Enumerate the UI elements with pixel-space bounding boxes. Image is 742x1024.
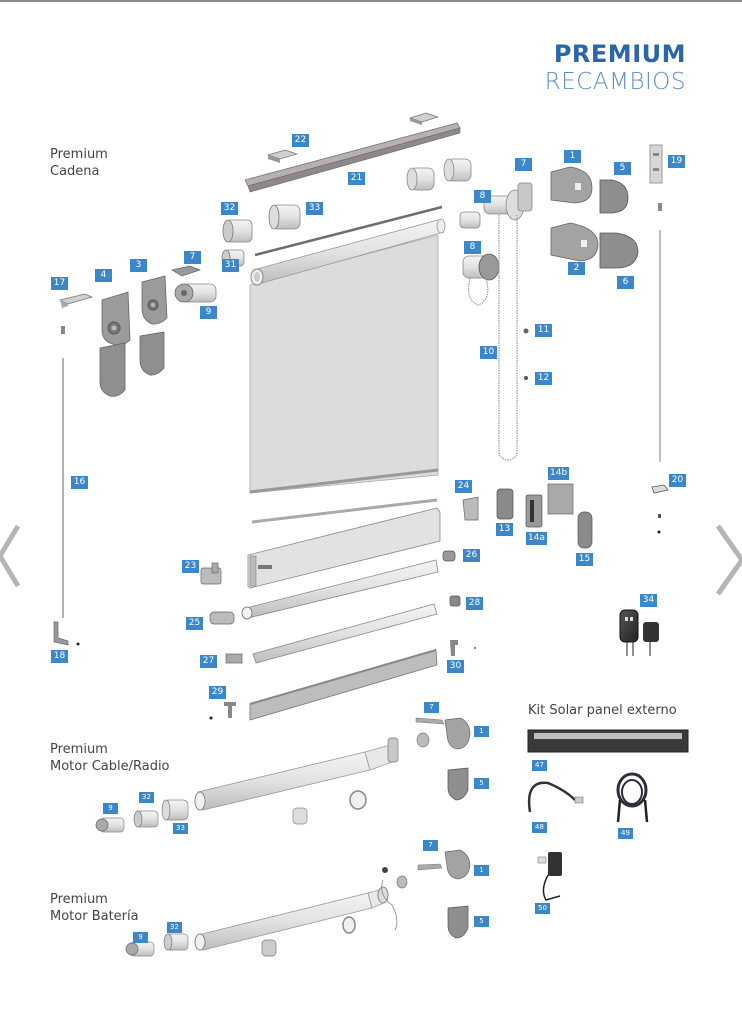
carousel-next-button[interactable] [712,522,742,602]
part-label[interactable]: 33 [306,202,323,215]
part-label[interactable]: 7 [424,702,439,713]
chevron-right-icon [715,524,742,596]
part-label[interactable]: 4 [95,269,112,282]
part-clip [266,112,440,163]
part-top-rail [244,122,461,193]
part-screw [61,326,65,334]
part-weight-20 [651,484,669,534]
part-label[interactable]: 1 [474,726,489,737]
part-label[interactable]: 5 [614,162,631,175]
part-clutch-9 [171,265,217,303]
part-label[interactable]: 33 [173,823,188,834]
part-label[interactable]: 48 [532,822,547,833]
part-label[interactable]: 21 [348,172,365,185]
top-border [0,0,742,2]
part-label[interactable]: 27 [200,655,217,668]
part-label[interactable]: 26 [463,549,480,562]
part-label[interactable]: 11 [535,324,552,337]
part-label[interactable]: 18 [51,650,68,663]
part-label[interactable]: 2 [568,262,585,275]
part-bracket-4 [99,291,131,397]
part-7 [517,182,533,212]
part-label[interactable]: 9 [133,932,148,943]
part-label[interactable]: 34 [640,594,657,607]
part-remote-34 [619,609,659,656]
page-title: PREMIUM [553,40,686,68]
part-bracket-18 [53,621,80,646]
part-label[interactable]: 12 [535,372,552,385]
part-label[interactable]: 5 [474,916,489,927]
part-label[interactable]: 8 [464,241,481,254]
part-parts-13-15 [462,483,593,549]
part-bracket-17 [58,293,94,308]
part-label[interactable]: 7 [515,158,532,171]
part-label[interactable]: 32 [139,792,154,803]
part-label[interactable]: 22 [292,134,309,147]
part-label[interactable]: 10 [480,346,497,359]
part-bottom-profiles [241,507,441,721]
part-motor-tube-bateria [125,849,471,957]
part-label[interactable]: 7 [423,840,438,851]
part-label[interactable]: 50 [535,903,550,914]
part-label[interactable]: 8 [474,190,491,203]
section-title-cadena: Premium Cadena [50,147,108,179]
part-label[interactable]: 14b [548,467,570,480]
part-label[interactable]: 19 [668,155,685,168]
part-label[interactable]: 29 [209,686,226,699]
part-motor-tube-cable [95,717,471,833]
part-label[interactable]: 9 [103,803,118,814]
part-label[interactable]: 32 [167,922,182,933]
part-label[interactable]: 15 [576,553,593,566]
carousel-prev-button[interactable] [0,522,30,602]
part-label[interactable]: 9 [200,306,217,319]
part-label[interactable]: 23 [182,560,199,573]
part-label[interactable]: 1 [564,150,581,163]
part-label[interactable]: 49 [618,828,633,839]
section-title-motor-bateria: Premium Motor Batería [50,892,139,924]
section-title-motor-cable: Premium Motor Cable/Radio [50,742,170,774]
part-end-pieces [200,550,477,720]
part-label[interactable]: 16 [71,476,88,489]
part-bracket-19 [649,144,663,211]
part-label[interactable]: 25 [186,617,203,630]
chevron-left-icon [0,524,21,588]
part-label[interactable]: 32 [221,202,238,215]
part-label[interactable]: 14a [526,532,547,545]
part-label[interactable]: 13 [496,523,513,536]
part-label[interactable]: 17 [51,277,68,290]
section-title-kit-solar: Kit Solar panel externo [528,703,677,718]
part-label[interactable]: 5 [474,778,489,789]
part-cable-49 [616,772,649,823]
part-cable-48 [527,781,584,813]
part-chain-mechanism-8 [459,182,533,306]
part-label[interactable]: 1 [474,865,489,876]
part-label[interactable]: 20 [669,474,686,487]
part-label[interactable]: 24 [455,480,472,493]
part-brackets-1-2 [550,166,599,262]
part-covers-5-6 [599,179,639,269]
brand-header: PREMIUM RECAMBIOS [545,40,686,96]
part-roller-blind [249,218,446,524]
part-bracket-3 [139,275,168,376]
part-label[interactable]: 7 [184,251,201,264]
page-subtitle: RECAMBIOS [544,69,686,95]
part-label[interactable]: 47 [532,760,547,771]
part-chain-10 [498,215,529,461]
part-label[interactable]: 28 [466,597,483,610]
part-label[interactable]: 6 [617,276,634,289]
part-label[interactable]: 31 [222,259,239,272]
part-label[interactable]: 3 [130,259,147,272]
part-charger-50 [537,852,562,901]
part-rod [254,205,443,257]
part-label[interactable]: 30 [447,660,464,673]
part-solar-panel-47 [527,729,689,753]
part-end-caps [406,158,472,191]
